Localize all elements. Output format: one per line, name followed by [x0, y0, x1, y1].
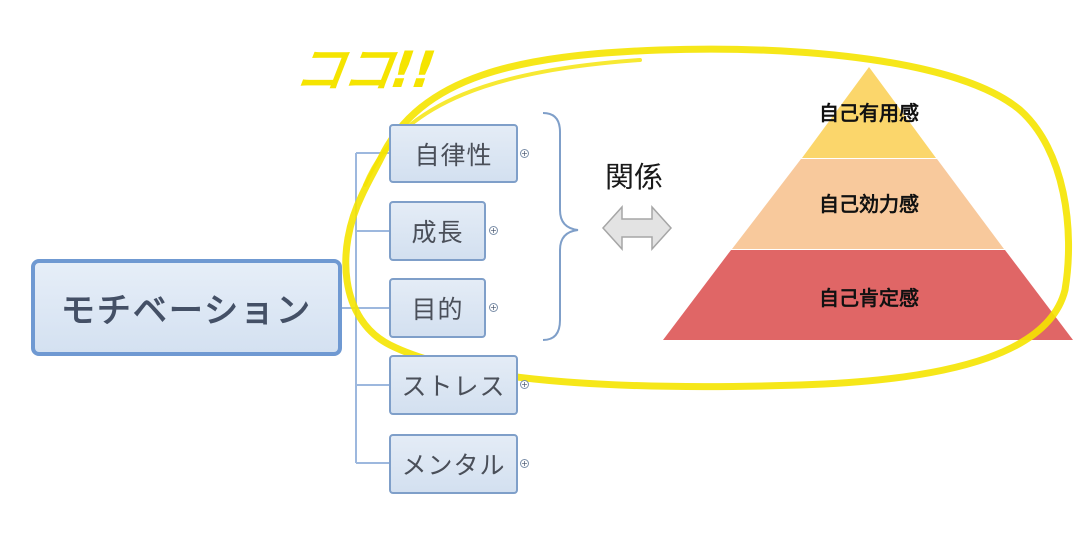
expand-icon[interactable]: + — [489, 303, 498, 312]
highlight-ellipse-stroke-2 — [363, 58, 642, 187]
node-label: 目的 — [411, 295, 464, 324]
node-label: 成長 — [411, 218, 464, 247]
root-node-label: モチベーション — [60, 291, 313, 331]
node-mental[interactable]: メンタル — [389, 434, 518, 494]
pyramid-tier-middle — [732, 159, 1004, 249]
tree-connectors — [342, 152, 389, 464]
expand-icon[interactable]: + — [520, 380, 529, 389]
double-arrow-icon — [601, 205, 673, 251]
curly-brace — [542, 112, 579, 341]
node-label: 自律性 — [414, 140, 493, 170]
handwritten-annotation: ココ!! — [291, 41, 438, 99]
node-label: メンタル — [401, 451, 506, 480]
pyramid-label-bottom: 自己肯定感 — [819, 286, 919, 310]
node-growth[interactable]: 成長 — [389, 201, 486, 261]
pyramid — [663, 67, 1073, 340]
expand-icon[interactable]: + — [489, 226, 498, 235]
node-stress[interactable]: ストレス — [389, 355, 518, 415]
relation-label: 関係 — [605, 160, 664, 194]
highlight-ellipse — [342, 45, 1072, 391]
expand-icon[interactable]: + — [520, 459, 529, 468]
node-purpose[interactable]: 目的 — [389, 278, 486, 338]
expand-icon[interactable]: + — [520, 149, 529, 158]
root-node-motivation[interactable]: モチベーション — [31, 259, 342, 356]
node-label: ストレス — [401, 372, 506, 401]
pyramid-label-middle: 自己効力感 — [819, 192, 919, 216]
node-autonomy[interactable]: 自律性 — [389, 124, 518, 183]
pyramid-tier-bottom — [663, 250, 1073, 340]
pyramid-label-top: 自己有用感 — [819, 101, 919, 125]
pyramid-tier-top — [802, 67, 936, 158]
